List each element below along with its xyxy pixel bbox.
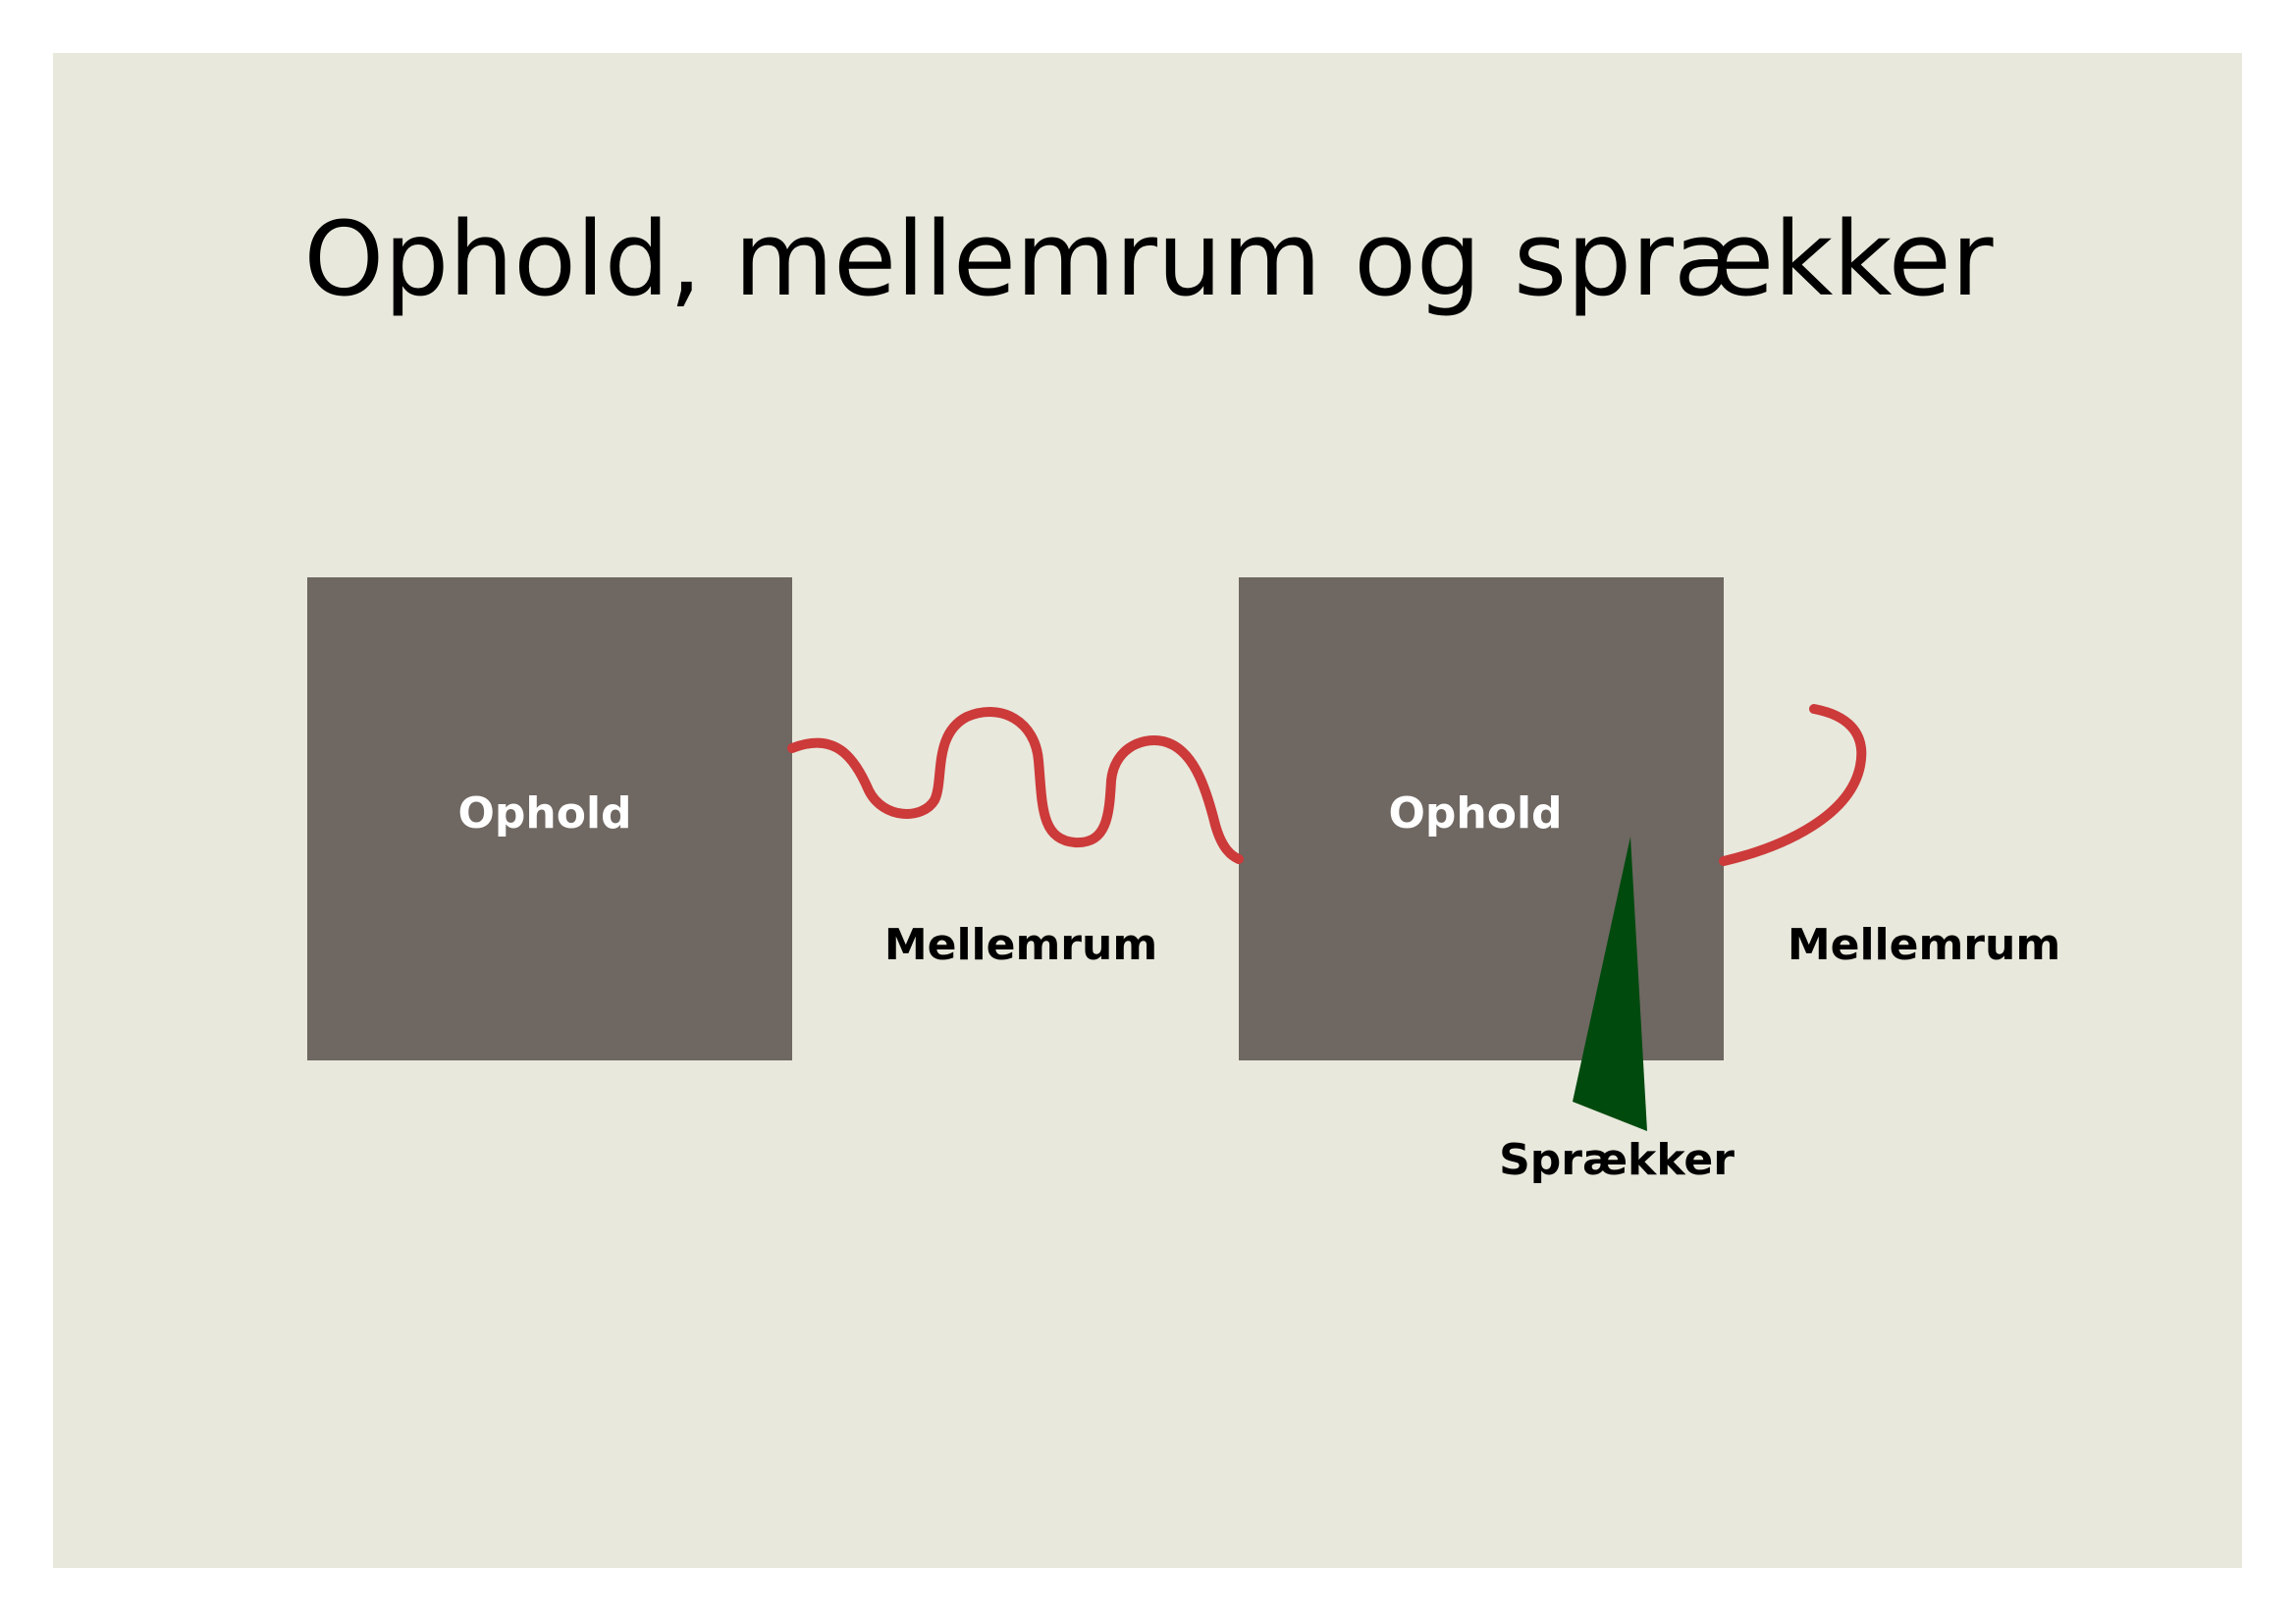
mellemrum-curved-line-2 [1719,704,1867,866]
ophold-box-1 [307,577,792,1060]
ophold-label-2: Ophold [1388,788,1562,839]
ophold-label-1: Ophold [457,788,631,839]
mellemrum-label-2: Mellemrum [1788,920,2060,970]
mellemrum-wavy-line-1 [787,707,1244,864]
slide-title: Ophold, mellemrum og sprækker [303,199,1993,319]
mellemrum-label-1: Mellemrum [884,920,1157,970]
spraekker-crack-shape [1573,837,1647,1131]
spraekker-label: Sprækker [1499,1135,1735,1185]
ophold-box-2 [1239,577,1724,1060]
